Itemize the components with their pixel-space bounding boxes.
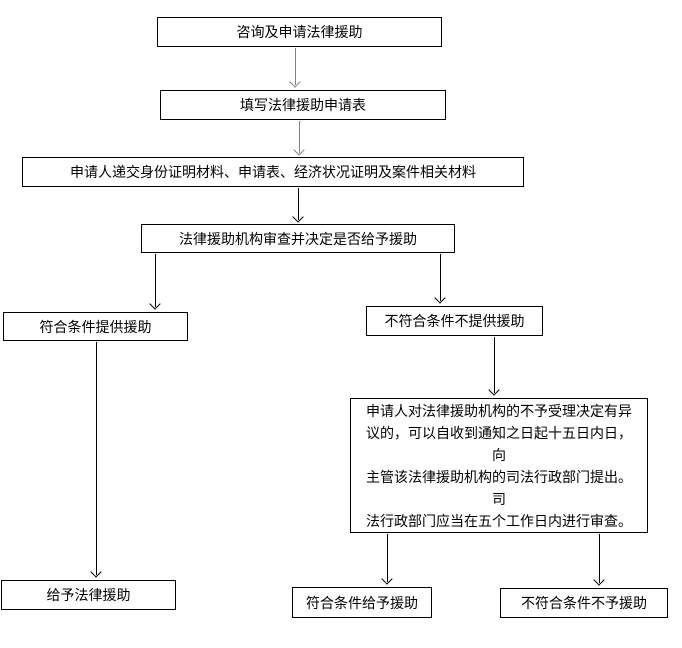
node-qualified-label: 符合条件提供援助 bbox=[39, 318, 152, 335]
node-consult: 咨询及申请法律援助 bbox=[157, 17, 442, 47]
arrow-review-to-qualified bbox=[150, 254, 161, 309]
node-objection-label: 申请人对法律援助机构的不予受理决定有异 议的，可以自收到通知之日起十五日内日，向… bbox=[366, 402, 632, 529]
node-submit-materials-label: 申请人递交身份证明材料、申请表、经济状况证明及案件相关材料 bbox=[70, 164, 476, 180]
node-unqualified-deny: 不符合条件不予援助 bbox=[500, 588, 668, 618]
node-objection: 申请人对法律援助机构的不予受理决定有异 议的，可以自收到通知之日起十五日内日，向… bbox=[350, 398, 648, 533]
node-fill-form-label: 填写法律援助申请表 bbox=[240, 97, 366, 113]
node-qualified: 符合条件提供援助 bbox=[3, 312, 188, 341]
arrow-qualified-to-grant bbox=[91, 342, 102, 577]
node-consult-label: 咨询及申请法律援助 bbox=[236, 24, 363, 40]
node-qualified-grant: 符合条件给予援助 bbox=[292, 587, 432, 618]
arrow-fill-form-to-submit-materials bbox=[294, 121, 305, 155]
node-not-qualified-label: 不符合条件不提供援助 bbox=[384, 313, 525, 329]
arrow-objection-to-qualified-grant bbox=[382, 534, 393, 584]
node-review: 法律援助机构审查并决定是否给予援助 bbox=[141, 224, 455, 253]
node-submit-materials: 申请人递交身份证明材料、申请表、经济状况证明及案件相关材料 bbox=[22, 157, 524, 187]
arrow-submit-materials-to-review bbox=[293, 188, 304, 222]
arrow-consult-to-fill-form bbox=[290, 48, 301, 87]
node-review-label: 法律援助机构审查并决定是否给予援助 bbox=[179, 230, 417, 247]
arrow-review-to-not-qualified bbox=[435, 254, 446, 303]
node-grant: 给予法律援助 bbox=[1, 580, 176, 610]
node-fill-form: 填写法律援助申请表 bbox=[160, 90, 446, 120]
arrow-not-qualified-to-objection bbox=[489, 337, 500, 395]
node-grant-label: 给予法律援助 bbox=[46, 587, 131, 603]
arrow-objection-to-unqualified-deny bbox=[594, 534, 605, 585]
node-qualified-grant-label: 符合条件给予援助 bbox=[306, 594, 418, 611]
node-unqualified-deny-label: 不符合条件不予援助 bbox=[521, 595, 647, 611]
node-not-qualified: 不符合条件不提供援助 bbox=[366, 306, 543, 336]
